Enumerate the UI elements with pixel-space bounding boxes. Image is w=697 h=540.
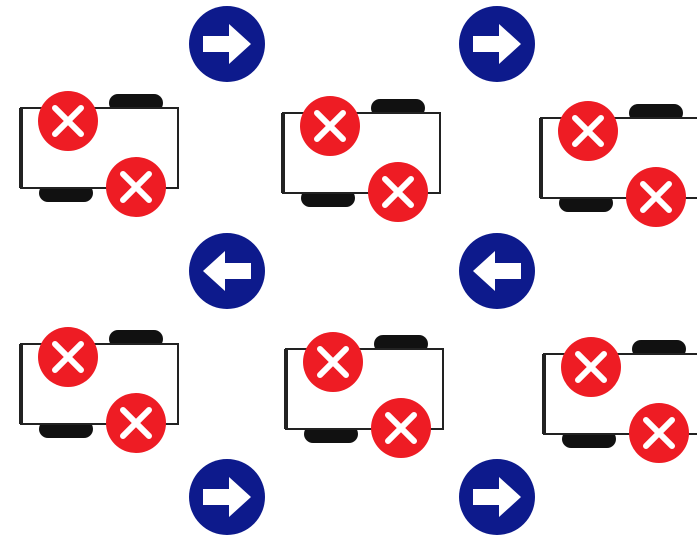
- x-mark-icon: [303, 332, 363, 392]
- x-mark-glyph: [120, 407, 152, 439]
- x-mark-glyph: [575, 351, 607, 383]
- arrow-glyph: [203, 477, 251, 517]
- x-mark-icon: [629, 403, 689, 463]
- arrow-glyph: [473, 477, 521, 517]
- robot-5: [284, 332, 444, 458]
- robot-6: [542, 337, 697, 463]
- x-mark-icon: [300, 96, 360, 156]
- x-mark-glyph: [572, 115, 604, 147]
- arrow-glyph: [473, 24, 521, 64]
- x-mark-glyph: [385, 412, 417, 444]
- x-mark-icon: [561, 337, 621, 397]
- arrow-left-icon: [189, 233, 265, 309]
- arrow-glyph: [203, 251, 251, 291]
- arrow-glyph: [203, 24, 251, 64]
- x-mark-icon: [106, 157, 166, 217]
- arrow-left-icon: [459, 233, 535, 309]
- arrow-right-icon: [459, 6, 535, 82]
- x-mark-icon: [558, 101, 618, 161]
- x-mark-glyph: [382, 176, 414, 208]
- x-mark-icon: [38, 327, 98, 387]
- x-mark-icon: [626, 167, 686, 227]
- x-mark-icon: [368, 162, 428, 222]
- x-mark-glyph: [317, 346, 349, 378]
- x-mark-glyph: [643, 417, 675, 449]
- x-mark-icon: [371, 398, 431, 458]
- x-mark-icon: [38, 91, 98, 151]
- robot-4: [19, 327, 179, 453]
- arrows-layer: [189, 6, 535, 535]
- x-mark-glyph: [314, 110, 346, 142]
- x-mark-icon: [106, 393, 166, 453]
- x-mark-glyph: [640, 181, 672, 213]
- robot-1: [19, 91, 179, 217]
- arrow-glyph: [473, 251, 521, 291]
- x-mark-glyph: [52, 105, 84, 137]
- x-mark-glyph: [52, 341, 84, 373]
- robot-2: [281, 96, 441, 222]
- arrow-right-icon: [189, 459, 265, 535]
- x-mark-glyph: [120, 171, 152, 203]
- arrow-right-icon: [189, 6, 265, 82]
- arrow-right-icon: [459, 459, 535, 535]
- robot-3: [539, 101, 697, 227]
- robots-layer: [19, 91, 697, 463]
